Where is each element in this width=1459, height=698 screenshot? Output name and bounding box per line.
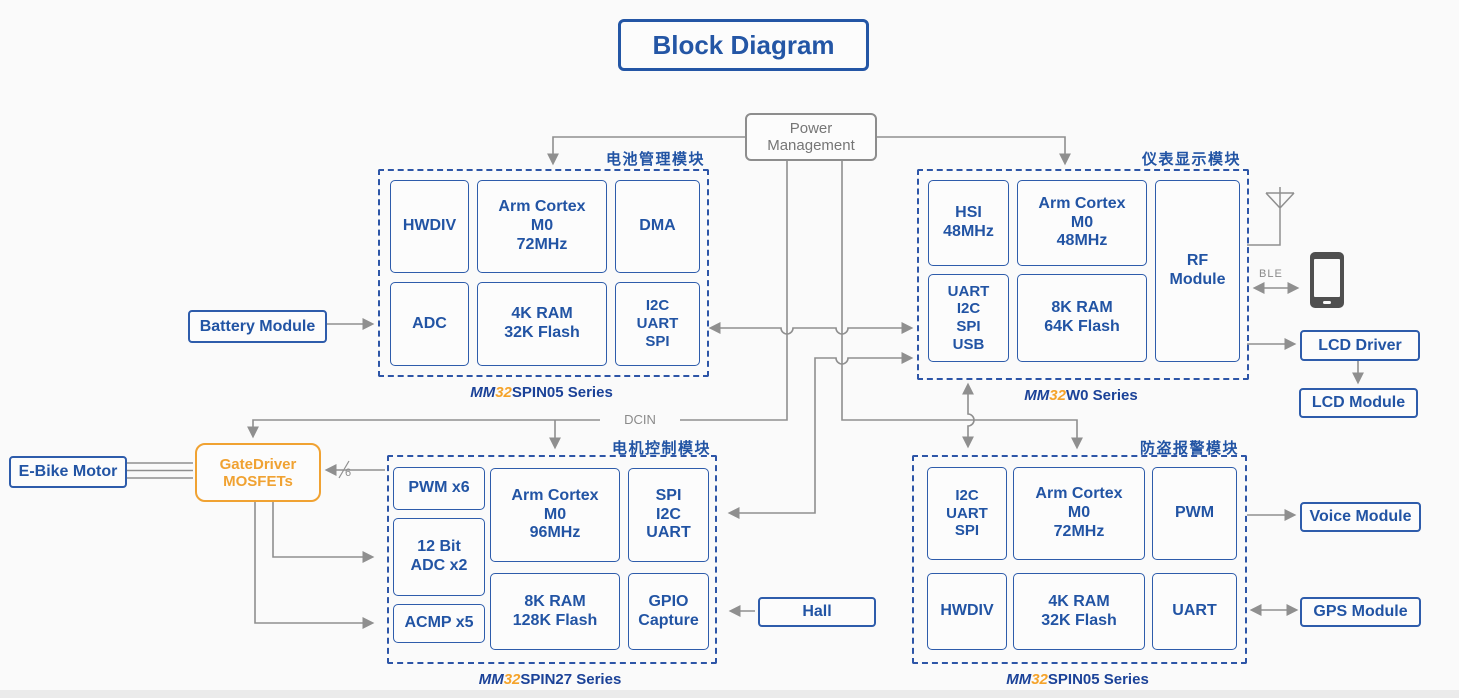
hall-box: Hall [758,597,876,627]
battery-module-box: Battery Module [188,310,327,343]
display-series-label: MM32W0 Series [917,387,1245,404]
power-management-box: Power Management [745,113,877,161]
series-mm: MM [478,671,504,688]
motor-control-module [387,455,717,664]
block-alarm-i2c-uart-spi: I2C UART SPI [927,467,1007,560]
series-mm: MM [1006,671,1032,688]
block-uart-i2c-spi-usb: UART I2C SPI USB [928,274,1009,362]
bottom-strip [0,690,1459,698]
series-num: 32 [503,671,521,688]
block-4k-ram-32k-flash: 4K RAM 32K Flash [477,282,607,366]
connector-motor-display-bus [727,352,914,519]
block-8k-ram-64k-flash: 8K RAM 64K Flash [1017,274,1147,362]
block-arm-cortex-72-alarm: Arm Cortex M0 72MHz [1013,467,1145,560]
series-rest: SPIN05 Series [1047,671,1149,688]
connector-gatedriver-to-adc [272,498,375,563]
series-num: 32 [1031,671,1048,688]
block-hsi-48mhz: HSI 48MHz [928,180,1009,266]
block-spi-i2c-uart: SPI I2C UART [628,468,709,562]
motor-series-label: MM32SPIN27 Series [387,671,713,688]
block-rf-module: RF Module [1155,180,1240,362]
connector-dcin-main [247,161,788,439]
block-pwm-x6: PWM x6 [393,467,485,510]
battery-management-module [378,169,709,377]
block-8k-ram-128k-flash: 8K RAM 128K Flash [490,573,620,650]
block-12bit-adc-x2: 12 Bit ADC x2 [393,518,485,596]
alarm-module-cn-label: 防盗报警模块 [1139,440,1239,457]
block-dma: DMA [615,180,700,273]
gatedriver-mosfets-box: GateDriver MOSFETs [195,443,321,502]
lcd-module-box: LCD Module [1299,388,1418,418]
block-arm-cortex-96: Arm Cortex M0 96MHz [490,468,620,562]
connector-display-alarm-bus [962,382,975,449]
series-rest: W0 Series [1065,387,1138,404]
smartphone-screen [1314,259,1340,297]
diagram-title: Block Diagram [618,19,869,71]
block-alarm-hwdiv: HWDIV [927,573,1007,650]
wire-count-label: 6 [345,467,352,479]
motor-phase-lines [126,462,193,479]
wire-count-slash [338,460,350,479]
connector-gatedriver-to-acmp [254,498,375,629]
series-mm: MM [1024,387,1050,404]
series-num: 32 [495,384,512,401]
block-arm-cortex-72: Arm Cortex M0 72MHz [477,180,607,273]
block-alarm-uart: UART [1152,573,1237,650]
smartphone-home-bar [1323,301,1331,304]
motor-module-cn-label: 电机控制模块 [611,440,711,457]
battery-module-cn-label: 电池管理模块 [605,151,705,168]
lcd-driver-box: LCD Driver [1300,330,1420,361]
ble-label: BLE [1259,268,1283,280]
ebike-motor-box: E-Bike Motor [9,456,127,488]
block-pwm: PWM [1152,467,1237,560]
voice-module-box: Voice Module [1300,502,1421,532]
antenna-icon [1247,187,1295,246]
dcin-label: DCIN [600,412,680,427]
connector-battery-display-bus [708,322,914,335]
series-num: 32 [1049,387,1066,404]
series-mm: MM [470,384,496,401]
block-arm-cortex-48: Arm Cortex M0 48MHz [1017,180,1147,266]
display-module-cn-label: 仪表显示模块 [1141,151,1241,168]
series-rest: SPIN27 Series [520,671,622,688]
alarm-series-label: MM32SPIN05 Series [912,671,1243,688]
block-i2c-uart-spi: I2C UART SPI [615,282,700,366]
series-rest: SPIN05 Series [511,384,613,401]
connector-power-to-display [877,136,1071,166]
connector-power-to-battery [547,136,745,166]
block-acmp-x5: ACMP x5 [393,604,485,643]
instrument-display-module [917,169,1249,380]
gps-module-box: GPS Module [1300,597,1421,627]
smartphone-icon [1310,252,1344,308]
connector-power-to-alarm [841,161,1083,450]
block-hwdiv: HWDIV [390,180,469,273]
anti-theft-alarm-module [912,455,1247,664]
block-adc: ADC [390,282,469,366]
block-alarm-4k-ram-32k-flash: 4K RAM 32K Flash [1013,573,1145,650]
battery-series-label: MM32SPIN05 Series [378,384,705,401]
block-gpio-capture: GPIO Capture [628,573,709,650]
